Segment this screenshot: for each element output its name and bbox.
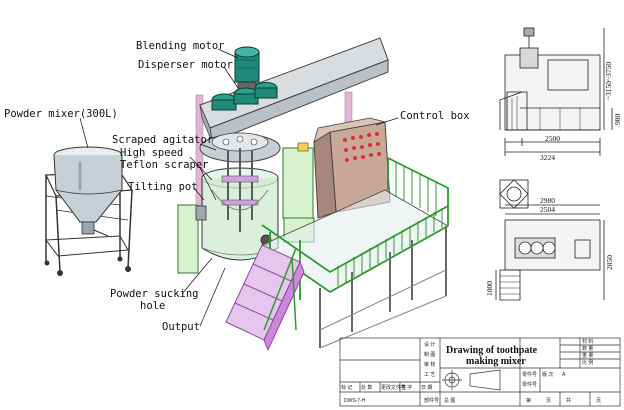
tb-drawing-no: DWS-7-H	[344, 398, 366, 404]
tb-sheet-no-label: 第	[526, 397, 531, 404]
dim-height-platform: 980	[613, 114, 622, 126]
side-view	[499, 27, 613, 156]
stair	[225, 244, 305, 352]
dim-depth-top: 2850	[605, 255, 614, 270]
tb-bottom-count: 处 数	[361, 384, 372, 391]
disperser-motor	[211, 82, 278, 111]
dim-width-front-inner: 2500	[545, 134, 560, 143]
tb-part-value: 总 图	[444, 397, 455, 404]
top-view	[495, 179, 605, 301]
control-box	[313, 117, 391, 219]
tb-bottom-sign: 签 字	[401, 384, 412, 391]
tb-bottom-date: 日 期	[421, 385, 432, 391]
tb-part-label: 部件号	[424, 397, 439, 404]
label-high-speed: High speed	[120, 147, 183, 159]
dim-width-front-outer: 3224	[540, 153, 555, 162]
tb-cell-scale: 比 例	[582, 359, 593, 366]
tb-bottom-mark: 标 记	[341, 384, 352, 391]
tb-version-value: A	[562, 372, 566, 378]
label-hole: hole	[140, 300, 165, 312]
tb-mid-label-1: 零件号	[522, 371, 537, 378]
tb-sheet-total-page: 页	[596, 398, 601, 404]
title-block	[339, 337, 621, 407]
dim-height-total: ~3150~3750	[604, 62, 613, 100]
tb-cell-review: 审 核	[424, 361, 435, 368]
dim-width-top-inner: 2504	[540, 205, 555, 214]
label-control-box: Control box	[400, 110, 470, 122]
label-disperser-motor: Disperser motor	[138, 59, 233, 71]
title-line-1: Drawing of toothpate	[446, 345, 538, 356]
tb-cell-drawing: 制 图	[424, 351, 435, 358]
powder-mixer	[44, 146, 134, 276]
tb-cell-material: 材 料	[582, 338, 593, 345]
tb-cell-quantity: 数 量	[582, 345, 593, 352]
tb-bottom-change: 更改文件号	[381, 384, 406, 391]
tb-sheet-total-label: 共	[566, 397, 571, 404]
main-machine	[177, 37, 449, 352]
label-blending-motor: Blending motor	[136, 40, 225, 52]
tb-version: 版 次	[542, 371, 553, 378]
dim-width-top-outer: 2980	[540, 196, 555, 205]
label-powder-sucking: Powder sucking	[110, 288, 199, 300]
label-teflon-scraper: Teflon scraper	[120, 159, 209, 171]
tb-cell-process: 工 艺	[424, 372, 435, 378]
tb-mid-label-2: 零件号	[522, 381, 537, 388]
title-line-2: making mixer	[466, 356, 526, 367]
label-scraped-agitator: Scraped agitator	[112, 134, 213, 146]
tb-sheet-page-label: 页	[546, 398, 551, 404]
label-powder-mixer: Powder mixer(300L)	[4, 108, 118, 120]
leader-lines	[79, 48, 399, 327]
label-tilting-pot: Tilting pot	[128, 181, 198, 193]
tb-cell-design: 设 计	[424, 341, 435, 348]
dim-depth-stair: 1000	[485, 281, 494, 296]
label-output: Output	[162, 321, 200, 333]
tb-cell-weight: 重 量	[582, 352, 593, 359]
